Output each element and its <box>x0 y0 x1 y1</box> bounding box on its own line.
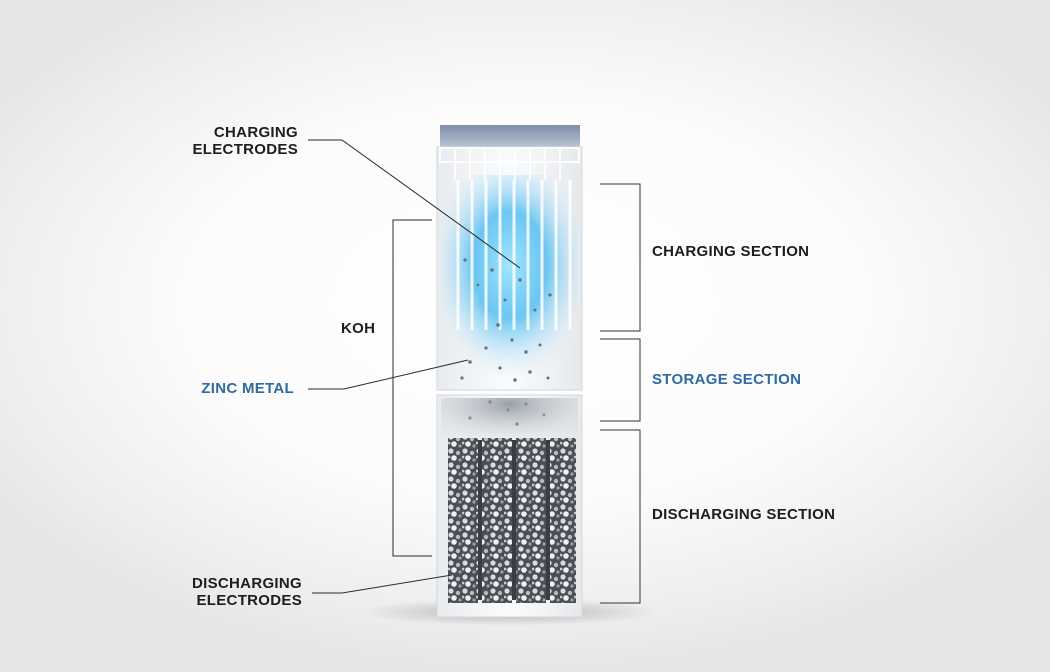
electrode-header <box>439 147 580 180</box>
koh-label: KOH <box>341 320 376 337</box>
zinc-metal-label: ZINC METAL <box>201 380 294 397</box>
storage-section-label: STORAGE SECTION <box>652 371 802 388</box>
charging-electrodes-line1: CHARGING <box>213 124 298 141</box>
discharging-electrodes-label: DISCHARGING ELECTRODES <box>168 575 302 609</box>
discharging-electrode-columns <box>448 438 576 603</box>
charging-electrodes-label: CHARGING ELECTRODES <box>188 124 298 158</box>
discharging-electrodes-line2: ELECTRODES <box>196 592 302 609</box>
charging-electrode-plates <box>456 180 572 330</box>
discharging-section-label: DISCHARGING SECTION <box>652 506 836 523</box>
zinc-particles-falling <box>468 400 546 426</box>
charging-electrodes-line2: ELECTRODES <box>192 141 298 158</box>
koh-bracket <box>392 219 432 557</box>
zinc-particles-upper <box>460 258 552 382</box>
leader-lines <box>308 139 521 594</box>
tank-cap <box>440 125 580 147</box>
section-brackets <box>600 183 641 604</box>
charging-section-label: CHARGING SECTION <box>652 243 810 260</box>
discharging-electrodes-line1: DISCHARGING <box>192 575 302 592</box>
